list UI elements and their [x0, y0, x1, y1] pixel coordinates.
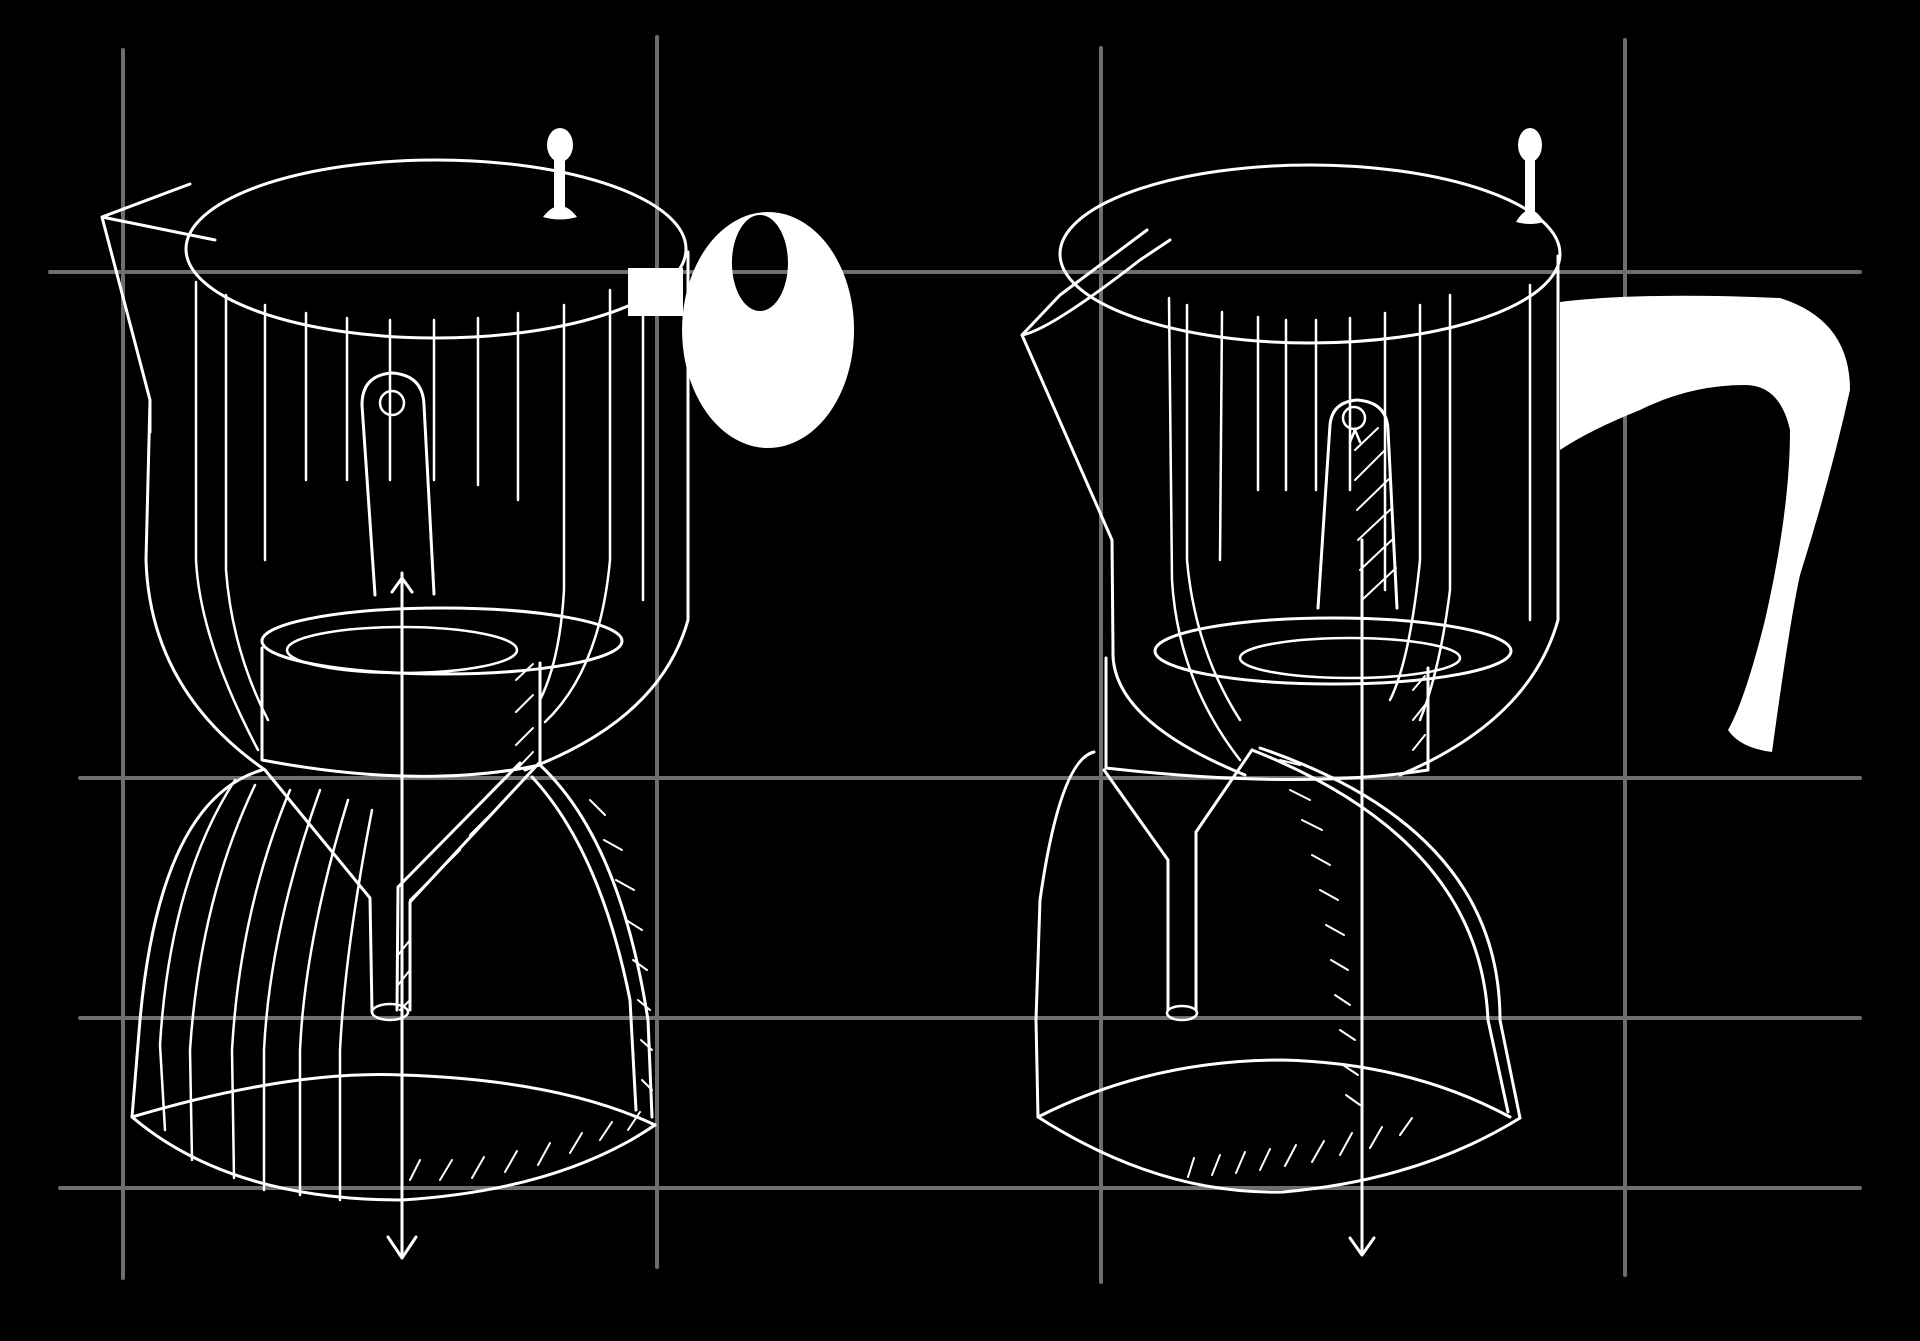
base-hatch: [409, 1111, 641, 1181]
left-pot: [100, 128, 855, 1260]
funnel-right: [395, 760, 542, 1012]
safety-valve-icon: [543, 128, 577, 220]
upper-body-right-outline: [1398, 254, 1560, 777]
collector-tube: [360, 371, 436, 597]
funnel-hatch: [397, 814, 491, 1011]
flow-axis-arrow: [386, 571, 418, 1260]
boiler-wall-hatch: [1279, 759, 1361, 1106]
ring-handle: [628, 212, 855, 448]
filter-wall: [1104, 656, 1430, 781]
funnel-right: [1194, 748, 1254, 1012]
upper-body-right-outline: [523, 250, 690, 772]
tube-outlet: [378, 389, 406, 417]
upper-flutes: [1167, 283, 1532, 762]
lid-rim: [1058, 163, 1562, 345]
lid-rim: [184, 158, 688, 340]
filter-top: [1153, 616, 1513, 686]
collector-tube: [1316, 398, 1399, 610]
flow-axis-arrow: [1348, 538, 1376, 1257]
base-rim: [1036, 1058, 1512, 1119]
boiler-wall-hatch: [589, 799, 653, 1091]
funnel-left: [263, 768, 374, 1014]
filter-hatch: [515, 663, 534, 771]
boiler-right-inner: [530, 775, 638, 1112]
base-front: [1036, 1115, 1522, 1194]
filter-top: [260, 606, 624, 676]
spout: [1020, 228, 1172, 652]
curved-handle: [1560, 295, 1850, 752]
upper-flutes: [194, 280, 645, 752]
boiler-left-outline: [130, 768, 264, 1119]
upper-body-outline: [1111, 648, 1247, 777]
tube-arrow: [1348, 426, 1362, 444]
lower-flutes: [158, 778, 374, 1202]
funnel-outlet: [370, 1002, 410, 1022]
tube-hatch: [1354, 427, 1397, 601]
funnel-outlet: [1165, 1004, 1199, 1022]
funnel-left: [1102, 768, 1170, 1012]
safety-valve-icon: [1516, 128, 1544, 224]
base-hatch: [1187, 1117, 1413, 1178]
tube-outlet: [1341, 405, 1367, 431]
filter-wall: [260, 646, 542, 778]
filter-hatch: [1412, 675, 1426, 751]
filter-inner: [1238, 636, 1462, 680]
upper-body-outline: [144, 398, 267, 772]
boiler-right-outline: [538, 763, 654, 1119]
right-pot: [1020, 128, 1850, 1257]
boiler-left-outline: [1034, 750, 1096, 1119]
boiler-right-outline: [1250, 746, 1522, 1120]
